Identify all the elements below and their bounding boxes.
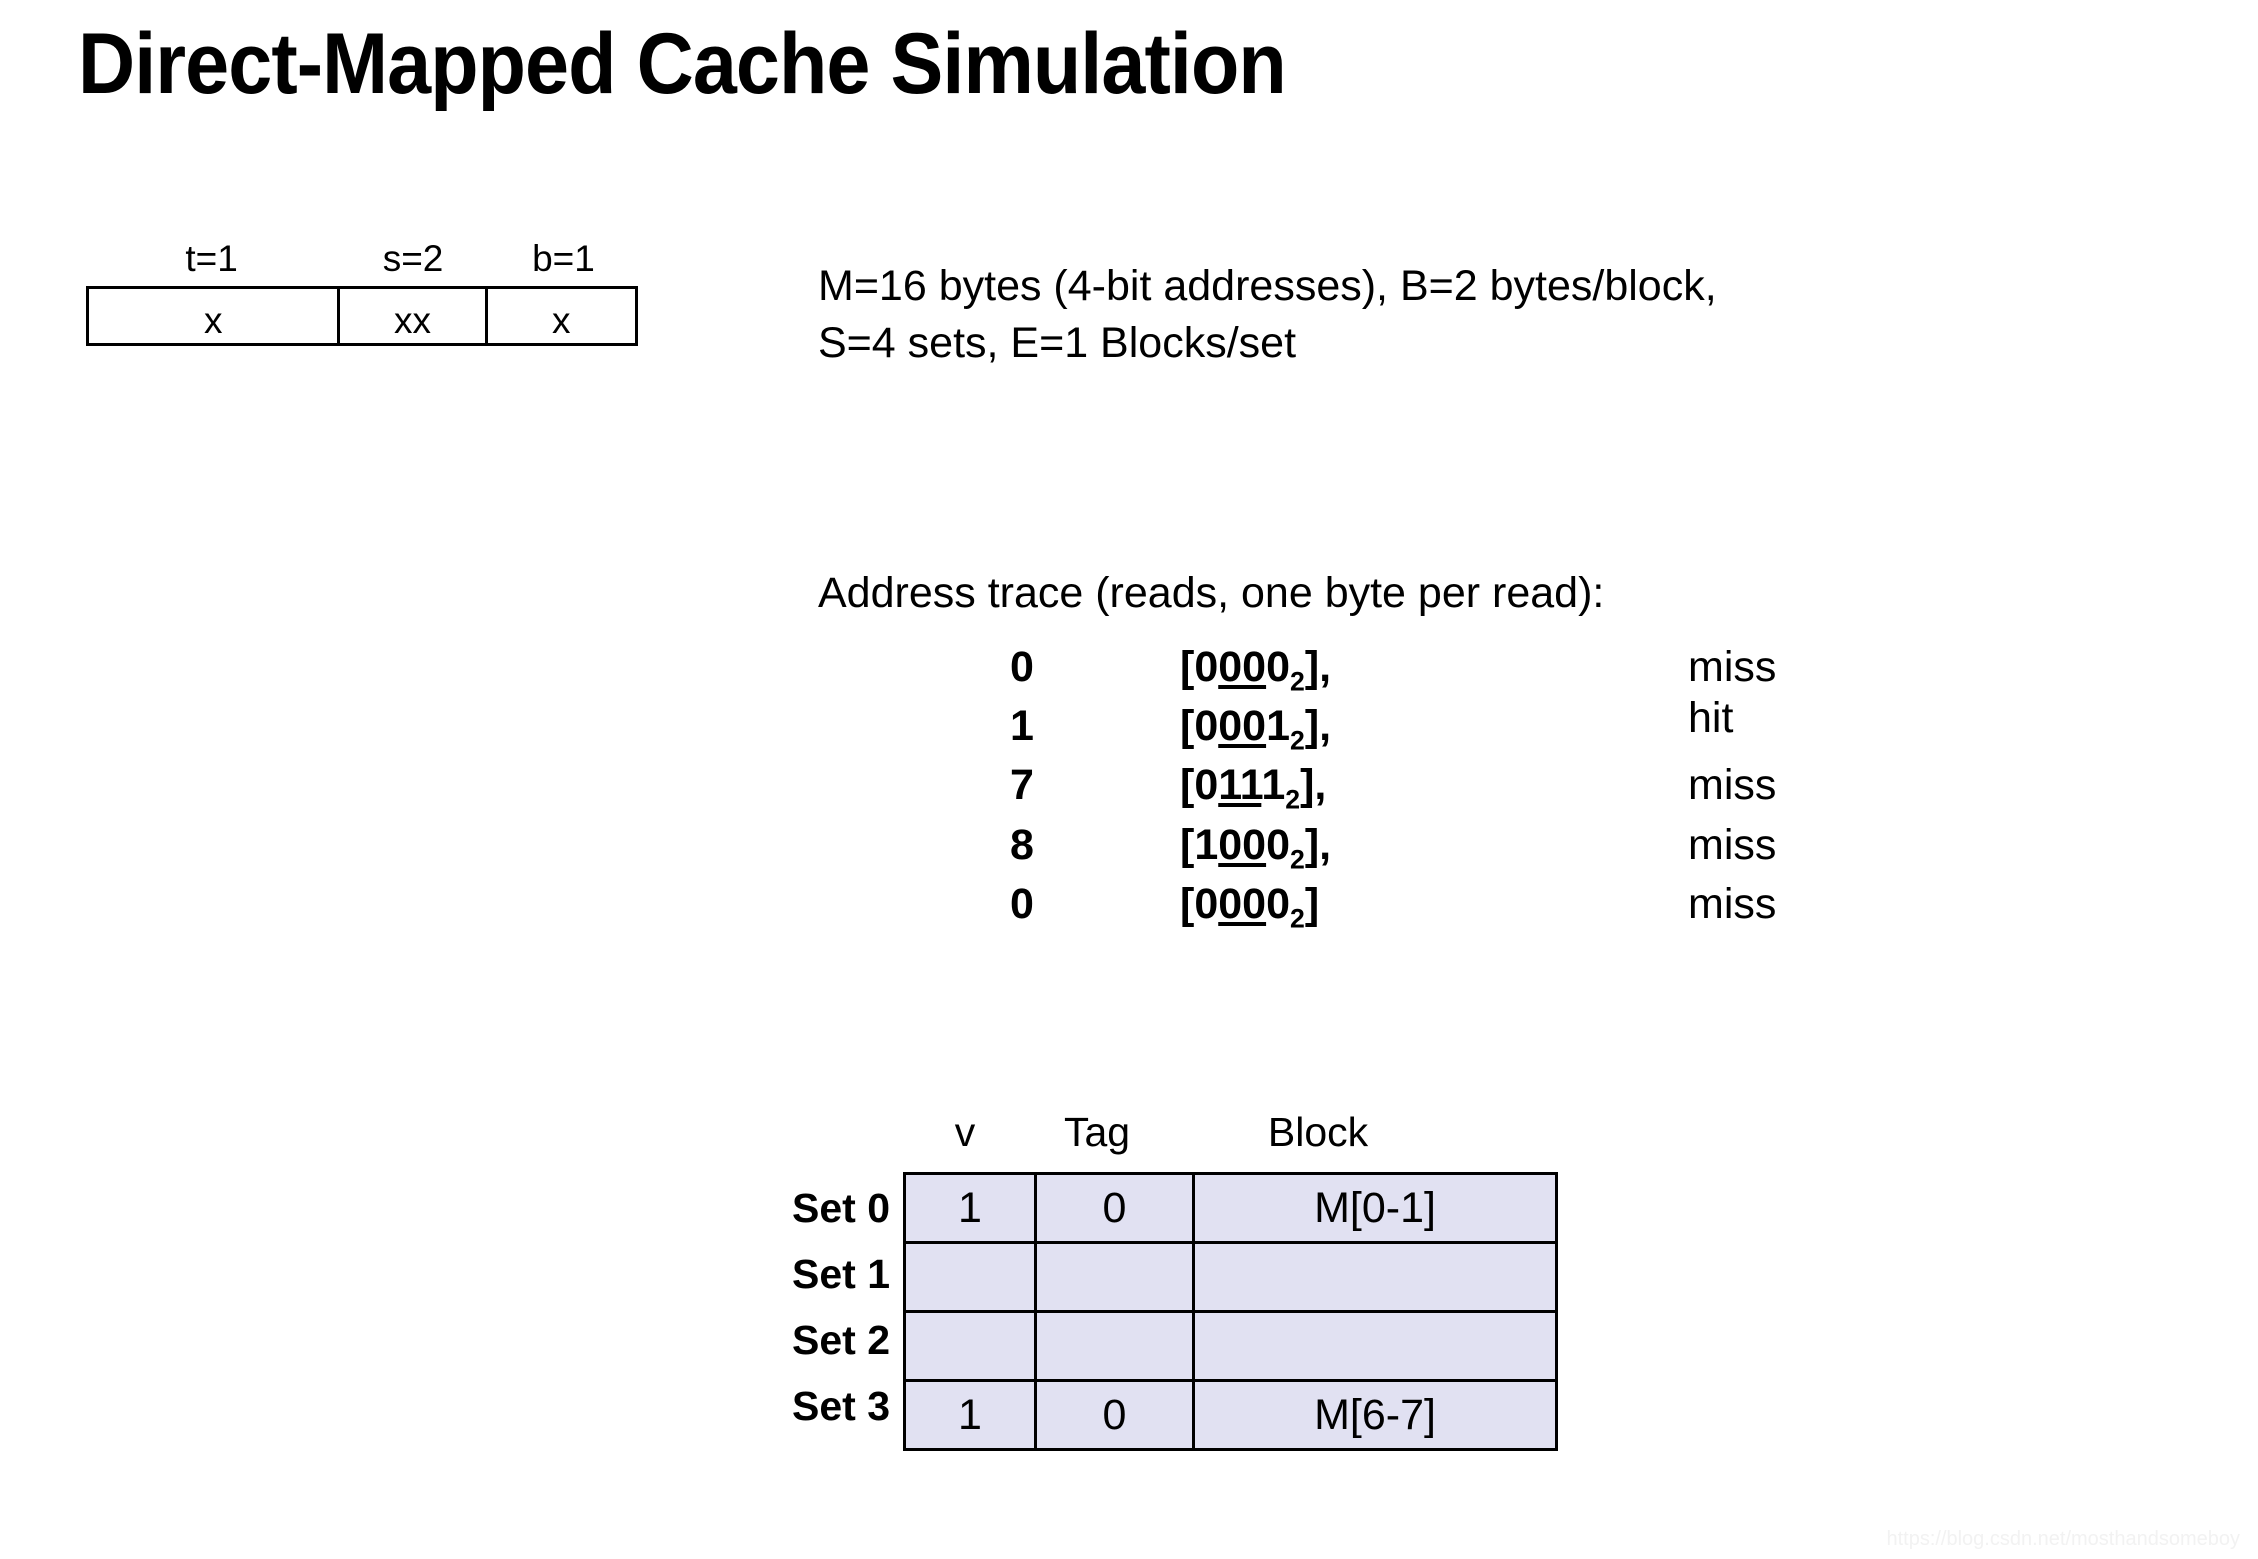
cache-cell-valid: 1 <box>903 1172 1037 1244</box>
trace-row: 0[00002],miss <box>1010 640 1776 699</box>
trace-set-index-bits: 00 <box>1218 702 1267 751</box>
cache-cell-tag <box>1034 1241 1195 1313</box>
cache-set-label: Set 3 <box>792 1383 890 1429</box>
cache-header-valid: v <box>954 1109 976 1155</box>
cache-cell-valid <box>903 1310 1037 1382</box>
bitfield-cell-row: x xx x <box>86 286 638 346</box>
cache-cell-valid: 1 <box>903 1379 1037 1451</box>
trace-binary-address: [10002], <box>1180 820 1332 875</box>
trace-radix-subscript: 2 <box>1290 725 1305 756</box>
trace-decimal-address: 8 <box>1010 820 1034 869</box>
trace-binary-address: [00002], <box>1180 643 1332 697</box>
cache-parameters-line-1: M=16 bytes (4-bit addresses), B=2 bytes/… <box>818 262 1717 310</box>
trace-binary-address: [00012], <box>1180 702 1332 756</box>
bitfield-cell-set: xx <box>337 289 488 343</box>
cache-cell-tag: 0 <box>1034 1379 1195 1451</box>
cache-cell-valid <box>903 1241 1037 1313</box>
page-title: Direct-Mapped Cache Simulation <box>78 16 1287 112</box>
cache-cell-block: M[0-1] <box>1192 1172 1558 1244</box>
trace-radix-subscript: 2 <box>1285 785 1301 816</box>
trace-row: 7[01112],miss <box>1010 758 1776 817</box>
trace-result: hit <box>1688 694 1734 743</box>
bitfield-label-block: b=1 <box>532 238 595 279</box>
trace-decimal-address: 1 <box>1010 702 1034 751</box>
bitfield-cell-block: x <box>552 300 571 341</box>
cache-cell-block: M[6-7] <box>1192 1379 1558 1451</box>
source-watermark: https://blog.csdn.net/mosthandsomeboy <box>1886 1528 2240 1550</box>
table-row <box>903 1310 1558 1382</box>
bitfield-cell-tag: x <box>203 300 223 341</box>
trace-decimal-address: 7 <box>1010 761 1034 810</box>
trace-decimal-address: 0 <box>1010 643 1034 691</box>
trace-radix-subscript: 2 <box>1290 844 1305 875</box>
cache-set-label: Set 0 <box>792 1185 890 1231</box>
address-trace-heading: Address trace (reads, one byte per read)… <box>818 569 1605 617</box>
trace-set-index-bits: 00 <box>1218 643 1267 691</box>
trace-radix-subscript: 2 <box>1290 666 1305 697</box>
trace-result: miss <box>1688 820 1777 869</box>
cache-cell-tag: 0 <box>1034 1172 1195 1244</box>
address-bitfield-diagram: t=1 s=2 b=1 x xx x <box>86 240 638 346</box>
cache-parameters-text: M=16 bytes (4-bit addresses), B=2 bytes/… <box>818 258 2158 372</box>
trace-decimal-address: 0 <box>1010 879 1034 928</box>
trace-result: miss <box>1688 879 1777 928</box>
trace-result: miss <box>1688 761 1777 810</box>
bitfield-label-row: t=1 s=2 b=1 <box>86 240 638 286</box>
bitfield-label-tag: t=1 <box>185 238 238 279</box>
trace-row: 0[00002]miss <box>1010 877 1776 936</box>
cache-cell-block <box>1192 1241 1558 1313</box>
trace-set-index-bits: 00 <box>1218 879 1267 928</box>
cache-header-tag: Tag <box>1063 1109 1131 1155</box>
bitfield-label-set: s=2 <box>382 238 444 279</box>
trace-radix-subscript: 2 <box>1290 903 1305 934</box>
cache-parameters-line-2: S=4 sets, E=1 Blocks/set <box>818 319 1297 368</box>
trace-set-index-bits: 00 <box>1218 820 1267 869</box>
trace-binary-address: [00002] <box>1180 879 1320 934</box>
table-row <box>903 1241 1558 1313</box>
cache-set-label: Set 1 <box>792 1251 890 1297</box>
trace-binary-address: [01112], <box>1180 761 1327 816</box>
trace-set-index-bits: 11 <box>1218 761 1262 810</box>
trace-row: 8[10002],miss <box>1010 818 1776 877</box>
cache-header-block: Block <box>1267 1109 1369 1155</box>
cache-cell-block <box>1192 1310 1558 1382</box>
trace-result: miss <box>1688 643 1777 691</box>
cache-set-label: Set 2 <box>792 1317 890 1363</box>
cache-cell-tag <box>1034 1310 1195 1382</box>
trace-row: 1 [00012], hit <box>1010 694 1776 758</box>
